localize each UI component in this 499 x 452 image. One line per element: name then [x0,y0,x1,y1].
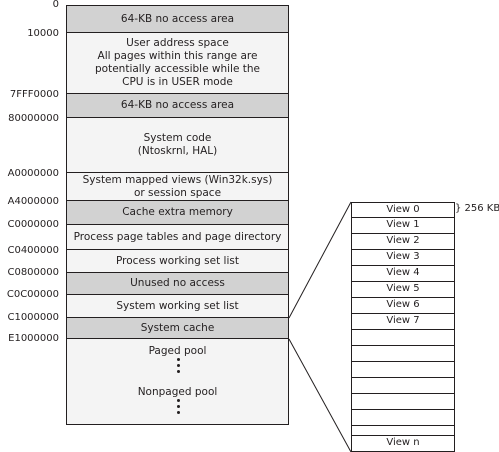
region-label: Nonpaged pool [137,386,218,398]
region-label: System mapped views (Win32k.sys) [82,173,273,186]
region-label: Cache extra memory [122,206,233,218]
view-slot [351,362,455,378]
region-label: Paged pool [148,345,207,357]
address-label: C0000000 [7,219,59,230]
view-slot: View 5 [351,282,455,298]
region-pools: Paged pool Nonpaged pool [66,339,289,425]
region-label: System cache [140,321,215,334]
view-slot [351,330,455,346]
address-label: 7FFF0000 [9,89,59,100]
region-user-no-access-high: 64-KB no access area [66,94,289,118]
region-label: 64-KB no access area [120,99,235,111]
address-label: C1000000 [7,312,59,323]
region-system-cache: System cache [66,318,289,339]
region-process-page-tables: Process page tables and page directory [66,225,289,250]
address-label: 0 [52,0,59,10]
region-system-code: System code (Ntoskrnl, HAL) [66,118,289,173]
view-slot [351,410,455,426]
address-label: C0800000 [7,267,59,278]
region-label: Unused no access [130,277,225,289]
region-system-mapped-views: System mapped views (Win32k.sys) or sess… [66,173,289,201]
region-label: CPU is in USER mode [122,76,233,88]
region-system-working-set: System working set list [66,295,289,318]
region-process-working-set: Process working set list [66,250,289,273]
address-label: C0400000 [7,245,59,256]
address-label: C0C00000 [6,289,59,300]
region-label: System code [143,132,212,144]
region-label: User address space [126,37,229,49]
region-label: (Ntoskrnl, HAL) [137,145,218,157]
address-label: A4000000 [7,196,59,207]
ellipsis-icon [176,358,180,373]
view-last-label: View n [386,437,420,448]
address-label: 80000000 [8,113,59,124]
region-cache-extra-memory: Cache extra memory [66,201,289,225]
view-slot [351,378,455,394]
address-label: A0000000 [7,168,59,179]
address-label: 10000 [27,28,59,39]
view-slot: View 2 [351,234,455,250]
view-slot-last: View n [351,436,455,452]
region-label: potentially accessible while the [95,63,260,75]
ellipsis-icon [176,399,180,414]
region-unused-no-access: Unused no access [66,273,289,295]
region-label: or session space [133,186,222,199]
view-slot: View 6 [351,298,455,314]
view-slot: View 3 [351,250,455,266]
region-user-no-access-low: 64-KB no access area [66,5,289,33]
view-size-note: } 256 KB [455,203,499,214]
view-slot: View 0 [351,202,455,218]
upper-connector-line [288,201,352,319]
lower-connector-line [288,338,352,452]
region-user-address-space: User address space All pages within this… [66,33,289,94]
region-label: All pages within this range are [97,50,258,62]
address-label: E1000000 [8,333,59,344]
view-slot: View 4 [351,266,455,282]
view-slot [351,346,455,362]
view-slot: View 7 [351,314,455,330]
view-slot [351,426,455,436]
region-label: 64-KB no access area [120,12,235,25]
region-label: Process working set list [116,254,239,267]
view-slot: View 1 [351,218,455,234]
region-label: System working set list [116,299,239,312]
view-slot [351,394,455,410]
region-label: Process page tables and page directory [73,230,282,243]
